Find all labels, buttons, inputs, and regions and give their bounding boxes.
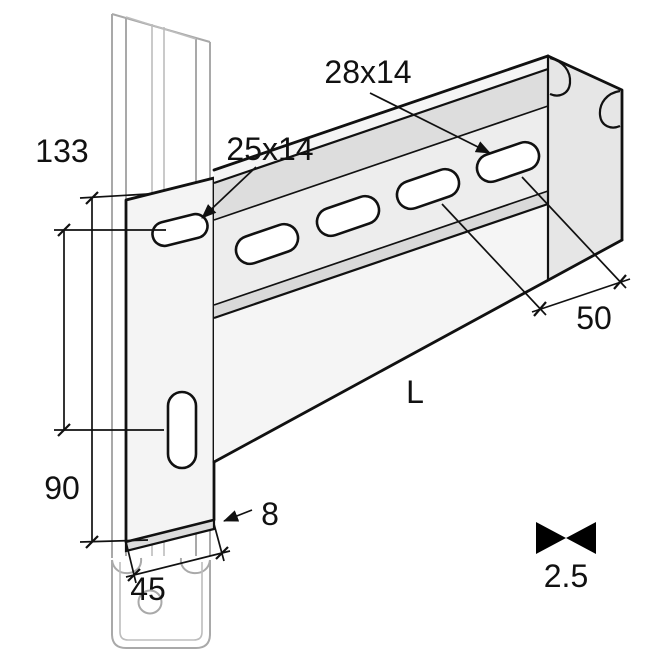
dimension-50: 50: [441, 176, 631, 336]
dimension-label-28x14: 28x14: [324, 54, 411, 90]
arm-slot-1: [234, 222, 300, 266]
leader-8: 8: [223, 496, 279, 532]
arm-slot-3: [395, 167, 461, 211]
channel-cross-section: [111, 557, 211, 649]
weld-symbol: 2.5: [536, 522, 596, 594]
dimension-90: 90: [44, 223, 166, 506]
arm-end-lips: [549, 56, 621, 129]
dimension-label-45: 45: [130, 571, 166, 607]
dimension-label-25x14: 25x14: [226, 131, 313, 167]
weld-symbol-icon: [536, 522, 596, 554]
dimension-label-133: 133: [35, 133, 88, 169]
dimension-label-50: 50: [576, 300, 612, 336]
cantilever-arm: [212, 54, 624, 464]
dimension-label-8: 8: [261, 496, 279, 532]
mounting-plate: [124, 176, 216, 553]
plate-thickness-edge: [124, 518, 216, 553]
arm-back-wall-inside: [214, 69, 548, 220]
dimension-label-L: L: [406, 374, 424, 410]
dimension-label-90: 90: [44, 470, 80, 506]
weld-size-label: 2.5: [544, 558, 588, 594]
label-arm-length: L: [406, 374, 424, 410]
arm-slot-4: [475, 140, 541, 184]
arm-front-lip: [214, 191, 548, 318]
plate-slot-bottom: [166, 390, 198, 470]
arm-web-face: [214, 106, 548, 305]
plate-slot-top: [151, 212, 209, 248]
dimension-133: 133: [35, 133, 149, 549]
leader-28x14: 28x14: [324, 54, 491, 154]
channel-hole: [137, 589, 163, 615]
arm-slot-2: [315, 194, 381, 238]
leader-25x14: 25x14: [201, 131, 314, 219]
dimension-45: 45: [125, 523, 231, 607]
